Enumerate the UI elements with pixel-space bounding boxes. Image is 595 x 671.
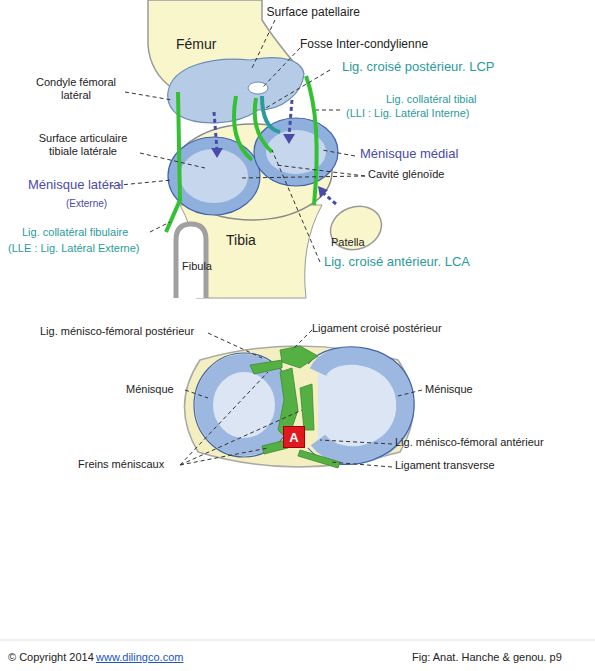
anatomy-label: Fibula [182,260,232,273]
anatomy-label: Cavité glénoïde [368,168,488,181]
anatomy-label: (LLI : Lig. Latéral Interne) [346,107,546,120]
figure-caption: Fig: Anat. Hanche & genou. p9 [412,651,592,664]
anatomy-label: Ménisque [425,383,495,396]
anatomy-label: Surface articulaire tibiale latérale [26,132,140,157]
anatomy-label: Ménisque latéral [28,178,138,193]
anatomy-label: Ménisque [126,383,196,396]
anatomy-label: Ménisque médial [360,147,500,162]
anatomy-label: Lig. collatéral tibial [386,93,546,106]
anatomy-label: Lig. croisé postérieur. LCP [342,60,542,75]
anatomy-label: Surface patellaire [230,6,360,20]
anatomy-label: © Copyright 2014 [8,651,108,664]
anatomy-label: Ligament croisé postérieur [312,322,492,335]
anatomy-label: Lig. ménisco-fémoral postérieur [40,325,220,338]
anatomy-label: (Externe) [66,198,136,210]
anatomy-label: (LLE : Lig. Latéral Externe) [8,242,188,255]
anatomy-label: Lig. ménisco-fémoral antérieur [395,436,585,449]
anatomy-label: Freins méniscaux [78,458,188,471]
callout-box: A [283,426,305,448]
anatomy-label: Ligament transverse [395,459,545,472]
anatomy-label: Fosse Inter-condylienne [300,38,480,52]
anatomy-label: Condyle fémoral latéral [26,76,126,101]
callout-letter: A [289,430,298,445]
anatomy-label: www.dilingco.com [96,651,216,664]
anatomy-label: Lig. collatéral fibulaire [22,226,172,239]
anatomy-label: Tibia [226,232,286,248]
anatomy-label: Fémur [176,36,236,52]
anatomy-label: Lig. croisé antérieur. LCA [324,255,524,270]
anatomy-label: Patella [331,236,391,249]
